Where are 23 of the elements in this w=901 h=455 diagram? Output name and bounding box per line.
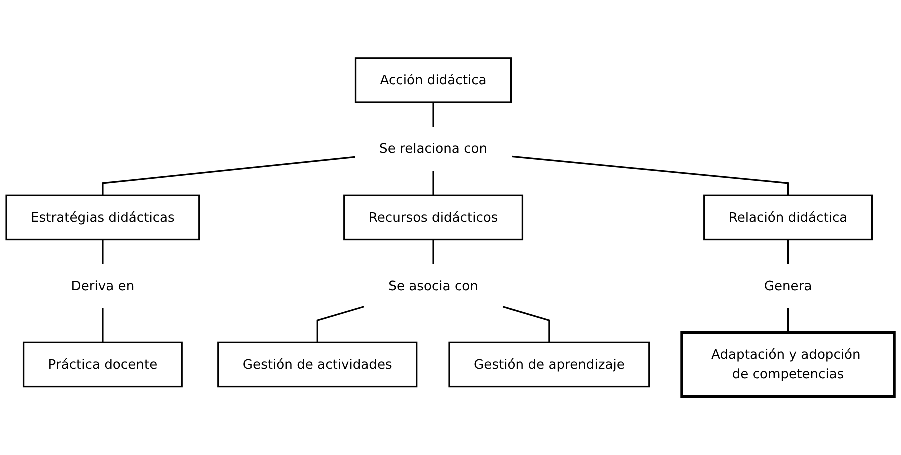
node-box: Estratégias didácticas — [6, 194, 200, 241]
node-box: Práctica docente — [22, 342, 183, 388]
node-box: Recursos didácticos — [344, 194, 524, 241]
node-text: Se relaciona con — [380, 140, 488, 156]
node-text: Genera — [764, 278, 812, 294]
node-text: Deriva en — [71, 278, 135, 294]
connector — [102, 308, 104, 343]
connector — [102, 156, 356, 196]
node-box: Acción didáctica — [354, 58, 512, 104]
connector — [512, 156, 790, 196]
connector — [432, 171, 434, 196]
connector — [787, 240, 790, 264]
connector — [432, 240, 434, 264]
node-text: Se asocia con — [388, 278, 478, 294]
connector — [432, 102, 434, 128]
node-box: Relación didáctica — [704, 194, 873, 241]
connector — [316, 306, 364, 343]
connector — [502, 306, 550, 343]
connector — [787, 308, 790, 333]
node-box: Gestión de actividades — [218, 342, 418, 388]
node-box: Gestión de aprendizaje — [448, 342, 650, 388]
connector — [102, 240, 104, 264]
node-box: Adaptación y adopción de competencias — [680, 331, 896, 398]
